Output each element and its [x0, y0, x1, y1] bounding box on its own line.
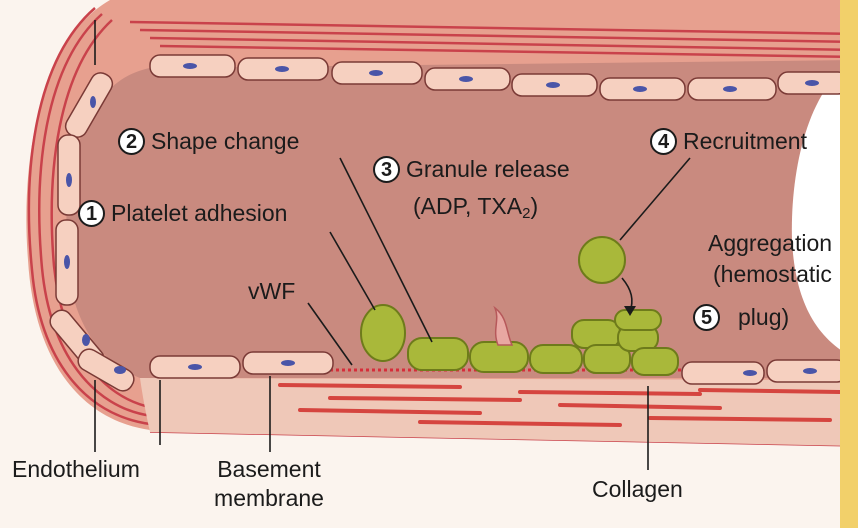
collagen-label: Collagen	[592, 478, 683, 501]
step-4-number: 4	[650, 128, 677, 155]
step-2-number: 2	[118, 128, 145, 155]
step-3-label: 3 Granule release	[373, 156, 570, 183]
step-2-text: Shape change	[151, 130, 299, 153]
basement-line2: membrane	[204, 487, 334, 510]
recruited-platelet	[579, 237, 625, 283]
step-4-label: 4 Recruitment	[650, 128, 807, 155]
step-1-number: 1	[78, 200, 105, 227]
step-3-detail-pre: (ADP, TXA	[413, 193, 522, 219]
basement-membrane-label: Basement membrane	[204, 458, 334, 510]
vwf-label: vWF	[248, 280, 295, 303]
subendothelium	[140, 378, 858, 446]
step-3-number: 3	[373, 156, 400, 183]
step-3-text: Granule release	[406, 158, 570, 181]
endothelium-label: Endothelium	[12, 458, 140, 481]
step-4-text: Recruitment	[683, 130, 807, 153]
step-5-line1: Aggregation	[708, 232, 832, 255]
step-1-text: Platelet adhesion	[111, 202, 287, 225]
step-5-line3: plug)	[738, 306, 789, 329]
degranulating-platelet	[470, 342, 528, 372]
step-5-number: 5	[693, 304, 720, 331]
step-3-detail-post: )	[530, 193, 538, 219]
step-5-label: 5 plug)	[693, 304, 789, 331]
step-1-label: 1 Platelet adhesion	[78, 200, 287, 227]
step-3-detail: (ADP, TXA2)	[413, 195, 538, 221]
basement-line1: Basement	[204, 458, 334, 481]
step-2-label: 2 Shape change	[118, 128, 299, 155]
step-5-line2: (hemostatic	[713, 263, 832, 286]
adherent-platelet	[361, 305, 405, 361]
page-edge	[840, 0, 858, 528]
shape-changed-platelet	[408, 338, 468, 370]
